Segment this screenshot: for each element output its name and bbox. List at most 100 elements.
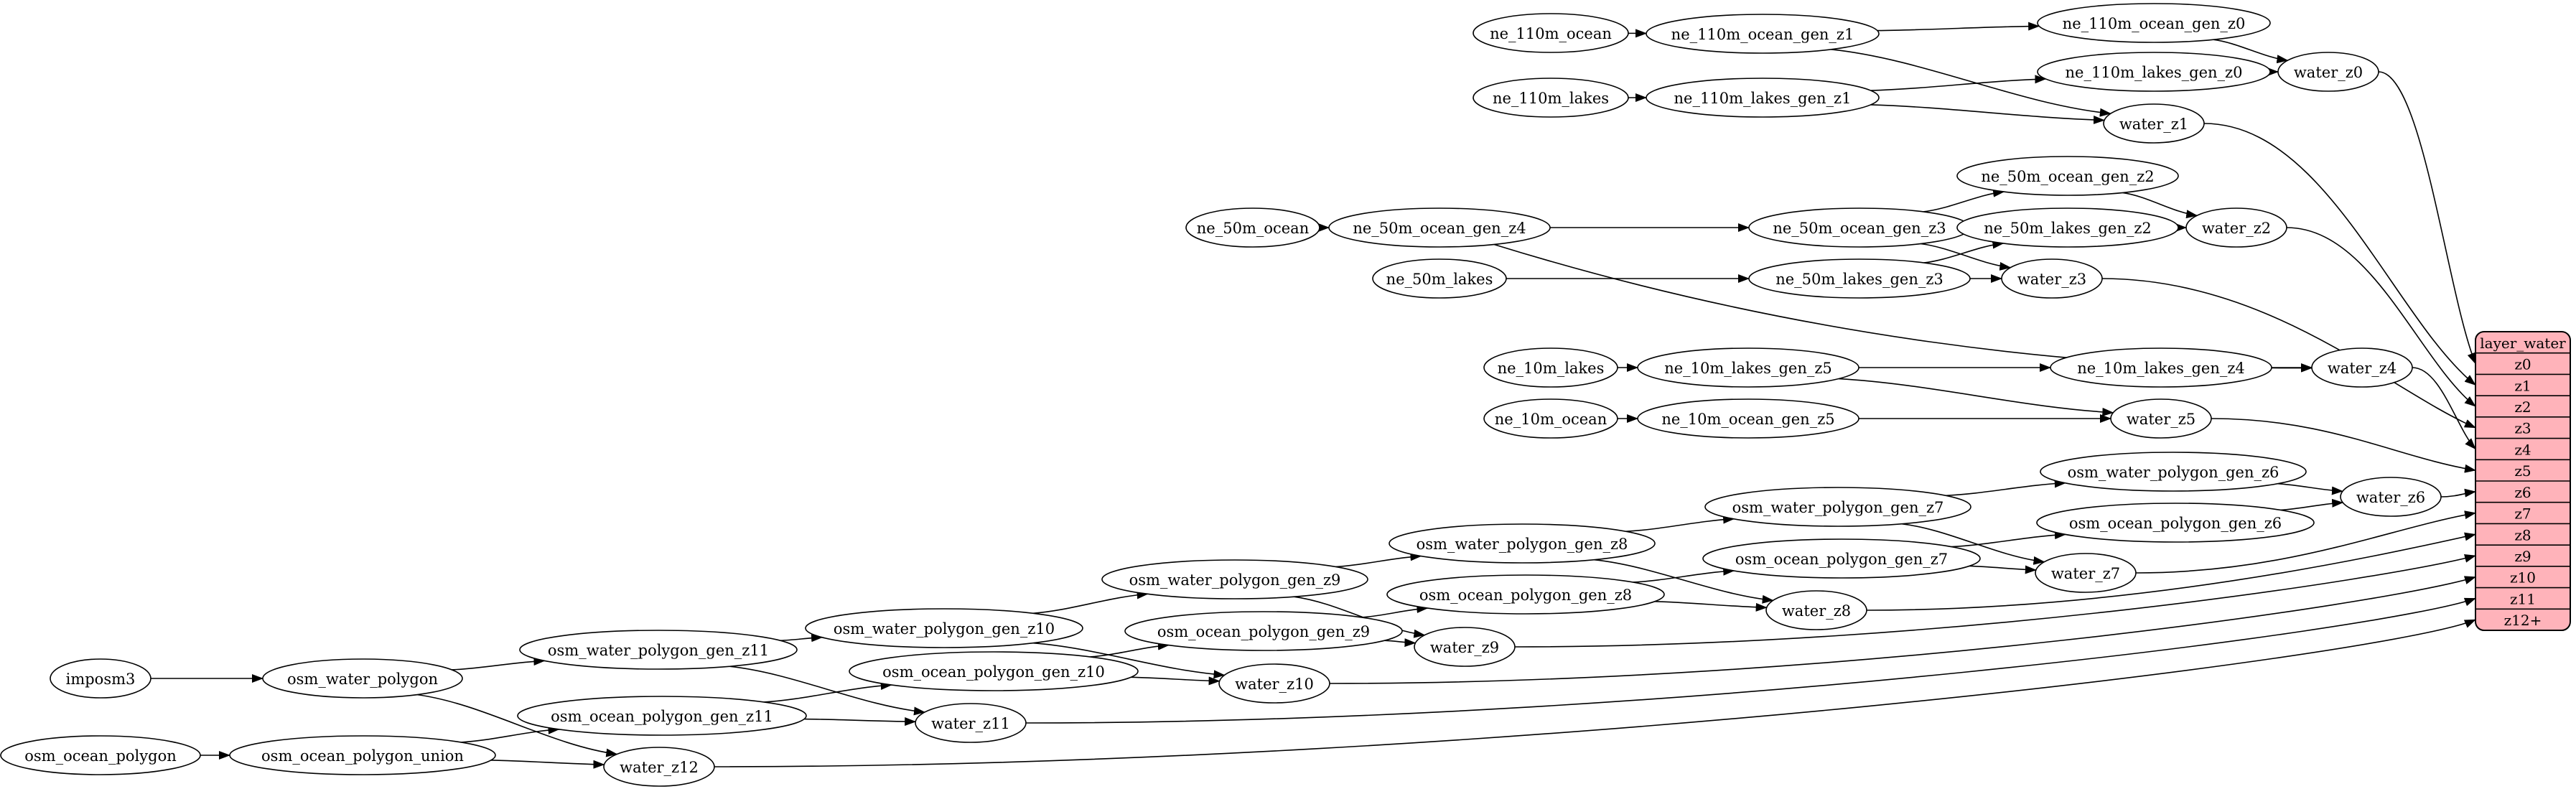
- water_z11-label: water_z11: [931, 715, 1010, 732]
- water_z1-ellipse: [2103, 103, 2205, 144]
- layer-water-row-z4: z4: [2514, 441, 2531, 458]
- edge-water_z9-to-layer_water-z9: [1514, 554, 2476, 648]
- edge-water_z1-to-layer_water-z1: [2203, 123, 2476, 386]
- ne_110m_lakes_gen_z0-label: ne_110m_lakes_gen_z0: [2066, 64, 2243, 81]
- edge-osm_ocean_polygon_gen_z6-to-water_z6: [2280, 498, 2344, 511]
- node-osm_water_polygon: osm_water_polygon: [262, 658, 463, 699]
- osm_water_polygon_gen_z11-ellipse: [519, 630, 798, 670]
- ne_50m_ocean_gen_z2-ellipse: [1956, 156, 2179, 196]
- layer-water-row-z2: z2: [2514, 398, 2531, 416]
- ne_110m_ocean-label: ne_110m_ocean: [1490, 25, 1612, 42]
- edge-ne_10m_lakes_gen_z5-to-water_z5: [1838, 378, 2114, 416]
- ne_10m_lakes-label: ne_10m_lakes: [1498, 360, 1605, 377]
- node-osm_ocean_polygon_gen_z7: osm_ocean_polygon_gen_z7: [1702, 538, 1981, 579]
- water_z10-label: water_z10: [1235, 676, 1314, 693]
- node-ne_10m_lakes_gen_z4: ne_10m_lakes_gen_z4: [2050, 347, 2272, 388]
- node-ne_10m_lakes_gen_z5: ne_10m_lakes_gen_z5: [1637, 347, 1859, 388]
- ne_110m_ocean_gen_z1-label: ne_110m_ocean_gen_z1: [1671, 26, 1854, 43]
- ne_110m_lakes-label: ne_110m_lakes: [1493, 90, 1609, 107]
- edge-osm_ocean_polygon_gen_z8-to-water_z8: [1654, 600, 1768, 612]
- layer-water-row-z10: z10: [2510, 569, 2536, 587]
- osm_ocean_polygon_union-label: osm_ocean_polygon_union: [261, 747, 464, 765]
- node-ne_110m_lakes_gen_z0: ne_110m_lakes_gen_z0: [2037, 52, 2271, 92]
- node-ne_50m_ocean_gen_z4: ne_50m_ocean_gen_z4: [1328, 207, 1551, 248]
- edge-water_z11-to-layer_water-z11: [1025, 597, 2476, 724]
- osm_water_polygon_gen_z10-label: osm_water_polygon_gen_z10: [834, 620, 1055, 638]
- node-ne_50m_ocean: ne_50m_ocean: [1185, 207, 1320, 248]
- edge-ne_50m_ocean_gen_z2-to-water_z2: [2122, 192, 2198, 219]
- edge-osm_water_polygon_gen_z9-to-water_z9: [1294, 596, 1426, 638]
- osm_water_polygon_gen_z6-label: osm_water_polygon_gen_z6: [2068, 464, 2279, 481]
- node-ne_10m_ocean: ne_10m_ocean: [1483, 398, 1618, 439]
- ne_50m_ocean-ellipse: [1185, 207, 1320, 248]
- layer-water-title: layer_water: [2480, 335, 2566, 352]
- osm_ocean_polygon_gen_z6-label: osm_ocean_polygon_gen_z6: [2069, 515, 2282, 532]
- edge-osm_ocean_polygon_gen_z11-to-osm_ocean_polygon_gen_z10: [764, 681, 892, 703]
- edge-water_z7-to-layer_water-z7: [2135, 510, 2476, 574]
- node-ne_110m_ocean_gen_z1: ne_110m_ocean_gen_z1: [1646, 14, 1880, 54]
- edge-water_z0-to-layer_water-z0: [2378, 71, 2476, 365]
- water_z0-label: water_z0: [2294, 64, 2363, 81]
- osm_ocean_polygon_gen_z9-label: osm_ocean_polygon_gen_z9: [1157, 623, 1370, 640]
- ne_110m_ocean_gen_z0-ellipse: [2037, 3, 2271, 43]
- node-osm_ocean_polygon_gen_z8: osm_ocean_polygon_gen_z8: [1386, 574, 1665, 615]
- osm_ocean_polygon_gen_z10-ellipse: [849, 651, 1139, 691]
- water_z7-ellipse: [2035, 553, 2137, 593]
- water_z2-label: water_z2: [2202, 220, 2271, 237]
- water_z8-label: water_z8: [1782, 602, 1851, 620]
- edge-water_z3-to-layer_water-z3: [2101, 278, 2476, 429]
- node-osm_ocean_polygon_union: osm_ocean_polygon_union: [229, 735, 496, 775]
- node-ne_50m_ocean_gen_z3: ne_50m_ocean_gen_z3: [1748, 207, 1971, 248]
- ne_50m_ocean_gen_z4-label: ne_50m_ocean_gen_z4: [1353, 220, 1526, 237]
- water_z12-ellipse: [603, 747, 715, 787]
- edges-layer: [150, 22, 2476, 769]
- edge-water_z12-to-layer_water-z12+: [714, 619, 2476, 767]
- node-ne_110m_ocean_gen_z0: ne_110m_ocean_gen_z0: [2037, 3, 2271, 43]
- ne_10m_lakes_gen_z4-ellipse: [2050, 347, 2272, 388]
- edge-osm_water_polygon_gen_z8-to-osm_water_polygon_gen_z7: [1625, 515, 1735, 533]
- node-water_z12: water_z12: [603, 747, 715, 787]
- layer-water-row-z3: z3: [2514, 420, 2531, 437]
- edge-ne_50m_ocean_gen_z3-to-water_z3: [1920, 243, 2012, 271]
- nodes-layer: ne_110m_ocean ne_110m_ocean_gen_z1 ne_110m…: [0, 3, 2442, 787]
- node-osm_water_polygon_gen_z8: osm_water_polygon_gen_z8: [1389, 523, 1656, 564]
- node-osm_ocean_polygon_gen_z9: osm_ocean_polygon_gen_z9: [1124, 611, 1403, 651]
- osm_ocean_polygon_gen_z7-ellipse: [1702, 538, 1981, 579]
- node-water_z4: water_z4: [2311, 347, 2413, 388]
- water_z5-label: water_z5: [2127, 411, 2195, 428]
- osm_water_polygon_gen_z7-ellipse: [1704, 487, 1971, 527]
- ne_110m_lakes-ellipse: [1473, 78, 1629, 118]
- edge-osm_ocean_polygon_gen_z10-to-osm_ocean_polygon_gen_z9: [1090, 641, 1170, 658]
- water_z1-label: water_z1: [2119, 116, 2188, 133]
- node-osm_ocean_polygon_gen_z6: osm_ocean_polygon_gen_z6: [2036, 503, 2315, 543]
- node-water_z11: water_z11: [915, 703, 1027, 743]
- ne_50m_ocean_gen_z3-label: ne_50m_ocean_gen_z3: [1773, 220, 1946, 237]
- edge-osm_water_polygon_gen_z9-to-osm_water_polygon_gen_z8: [1335, 552, 1422, 568]
- node-water_z8: water_z8: [1765, 590, 1867, 630]
- osm_ocean_polygon-label: osm_ocean_polygon: [24, 747, 177, 765]
- node-ne_50m_ocean_gen_z2: ne_50m_ocean_gen_z2: [1956, 156, 2179, 196]
- osm_ocean_polygon_gen_z11-label: osm_ocean_polygon_gen_z11: [551, 708, 773, 725]
- edge-osm_ocean_polygon_gen_z10-to-water_z10: [1131, 676, 1221, 686]
- edge-ne_110m_lakes_gen_z1-to-water_z1: [1870, 104, 2105, 124]
- osm_water_polygon-label: osm_water_polygon: [287, 671, 438, 688]
- layer-water-row-z6: z6: [2514, 484, 2531, 501]
- edge-ne_110m_ocean_gen_z0-to-water_z0: [2213, 39, 2289, 64]
- layer-water-row-z1: z1: [2514, 377, 2531, 394]
- edge-osm_water_polygon-to-water_z12: [416, 694, 618, 757]
- osm_water_polygon_gen_z9-ellipse: [1101, 559, 1368, 599]
- ne_50m_lakes_gen_z3-ellipse: [1748, 258, 1971, 299]
- edge-osm_ocean_polygon_gen_z9-to-osm_ocean_polygon_gen_z8: [1361, 604, 1429, 618]
- edge-osm_water_polygon_gen_z11-to-osm_water_polygon_gen_z10: [780, 633, 823, 643]
- osm_water_polygon_gen_z10-ellipse: [805, 608, 1083, 648]
- layer-water-row-z12+: z12+: [2504, 612, 2542, 629]
- edge-osm_water_polygon_gen_z10-to-water_z10: [1032, 642, 1226, 679]
- ne_10m_ocean-ellipse: [1483, 398, 1618, 439]
- ne_110m_lakes_gen_z1-label: ne_110m_lakes_gen_z1: [1674, 90, 1852, 107]
- ne_50m_ocean_gen_z4-ellipse: [1328, 207, 1551, 248]
- node-osm_water_polygon_gen_z9: osm_water_polygon_gen_z9: [1101, 559, 1368, 599]
- water_z3-label: water_z3: [2017, 271, 2086, 288]
- water_z6-label: water_z6: [2356, 489, 2425, 506]
- edge-ne_110m_ocean_gen_z1-to-water_z1: [1831, 49, 2111, 117]
